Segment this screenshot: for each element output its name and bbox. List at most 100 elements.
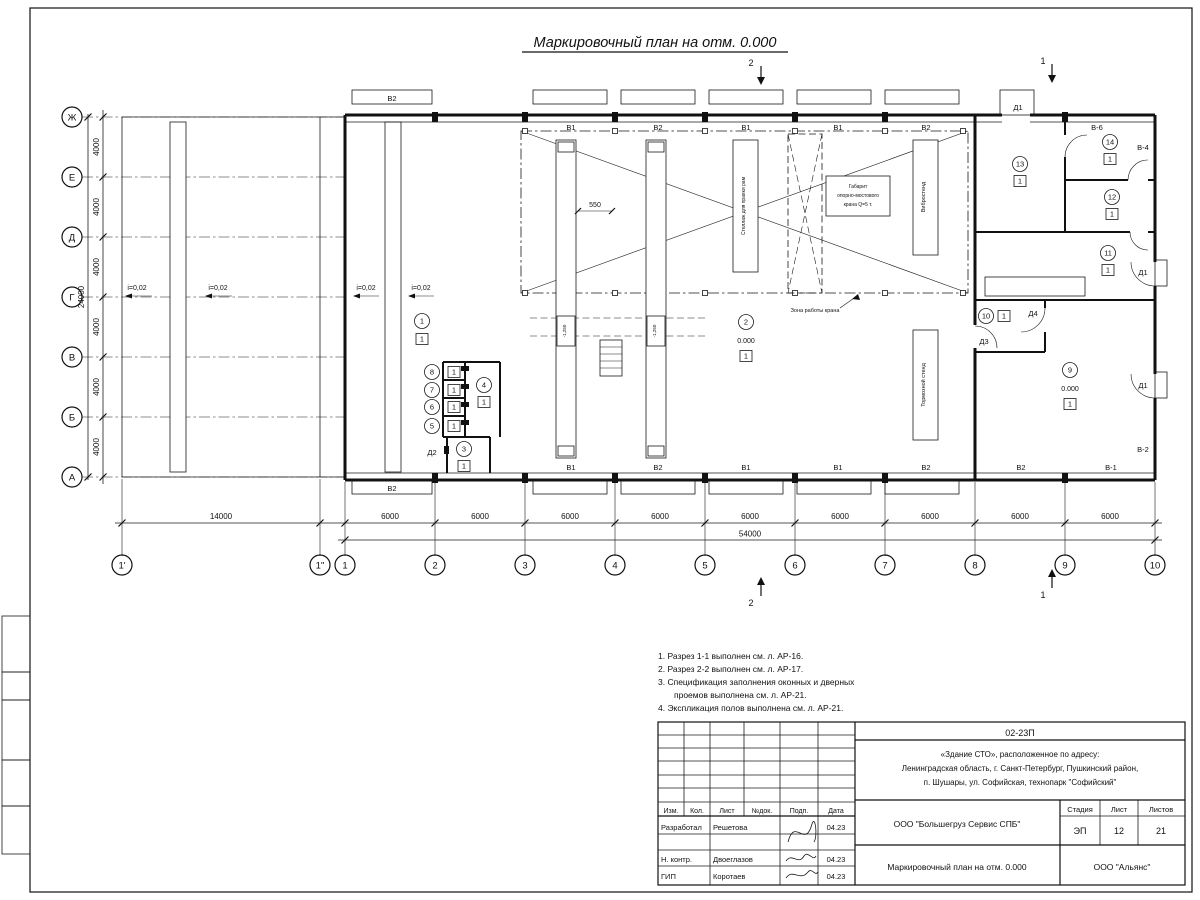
- stairs: [984, 276, 1086, 297]
- axis-label: 4: [612, 561, 617, 572]
- tb-org: ООО "Альянс": [1094, 862, 1151, 872]
- axis-label: В: [69, 353, 75, 364]
- floor-mark: 1: [1018, 177, 1022, 186]
- crane-outline: [787, 133, 823, 294]
- tb-signer-name: Решетова: [713, 823, 748, 832]
- axis-label: А: [69, 473, 76, 484]
- door-swing: [1127, 159, 1149, 181]
- tb-signer-date: 04.23: [827, 855, 846, 864]
- floor-mark: 1: [1108, 155, 1112, 164]
- opening-label: В2: [921, 123, 930, 132]
- door-leaf: [461, 420, 469, 425]
- signature: [785, 853, 817, 862]
- tb-signer-date: 04.23: [827, 872, 846, 881]
- axis-label: 7: [882, 561, 887, 572]
- dim-label: 6000: [381, 512, 399, 521]
- door-swing: [1129, 231, 1149, 251]
- dim-label: 4000: [92, 438, 101, 456]
- room-number: 11: [1104, 249, 1112, 258]
- pit-ladder: [599, 339, 623, 377]
- tb-signer-name: Коротаев: [713, 872, 745, 881]
- room-number: 4: [482, 381, 486, 390]
- axis-label: 1": [316, 561, 325, 572]
- door-threshold: [1154, 371, 1168, 399]
- floor-mark: 1: [452, 422, 456, 431]
- opening-label: В2: [921, 463, 930, 472]
- room-number: 7: [430, 386, 434, 395]
- door-label: Д1: [1138, 381, 1147, 390]
- axis-label: 3: [522, 561, 527, 572]
- dim-label: 6000: [1101, 512, 1119, 521]
- brake-stand: [912, 329, 939, 441]
- axis-bubbles-left: Ж Е Д Г В Б А: [61, 106, 83, 488]
- opening-label: В2: [1016, 463, 1025, 472]
- opening-label: В1: [566, 123, 575, 132]
- crane-note-box: [825, 175, 891, 217]
- floor-mark: 1: [1002, 312, 1006, 321]
- dim-label: 4000: [92, 318, 101, 336]
- opening-label: В2: [387, 484, 396, 493]
- frame-rack-label: Стеллаж для правки рам: [741, 176, 747, 235]
- dim-label: 6000: [561, 512, 579, 521]
- room-number: 9: [1068, 366, 1072, 375]
- note-line: проемов выполнена см. л. АР-21.: [674, 690, 807, 700]
- axis-lines: [82, 116, 1156, 556]
- door-label: Д1: [1013, 103, 1022, 112]
- room-number: 2: [744, 318, 748, 327]
- slope-label: i=0,02: [411, 285, 430, 292]
- axis-label: 1: [342, 561, 347, 572]
- room-number: 3: [462, 445, 466, 454]
- floor-mark: 1: [744, 352, 748, 361]
- opening-label: В-1: [1105, 463, 1117, 472]
- tb-column-header: №док.: [752, 808, 773, 815]
- opening-label: В1: [741, 463, 750, 472]
- dim-label: 4000: [92, 138, 101, 156]
- slope-label: i=0,02: [208, 285, 227, 292]
- floor-mark: 1: [482, 398, 486, 407]
- section-label: 1: [1040, 56, 1045, 66]
- floor-mark: 1: [452, 368, 456, 377]
- floor-mark: 1: [1110, 210, 1114, 219]
- opening-labels: В2 В1 В2 В1 В1 В2 В-6 В-4 В2 В1 В2 В1 В1…: [387, 94, 1148, 493]
- dim-label: 4000: [92, 258, 101, 276]
- room-number: 12: [1108, 193, 1116, 202]
- hall-interior: -1,250 -1,250 550 Стеллаж для правки рам…: [384, 121, 939, 473]
- inspection-pit: [555, 139, 577, 459]
- floor-mark: 1: [462, 462, 466, 471]
- tb-doc-title: Маркировочный план на отм. 0.000: [887, 862, 1027, 872]
- tb-column-header: Кол.: [690, 808, 704, 815]
- tb-sheets-label: Листов: [1149, 805, 1173, 814]
- door-label: Д3: [979, 337, 988, 346]
- title-block: Изм. Кол. Лист №док. Подп. Дата Разработ…: [657, 721, 1186, 886]
- leader-arrow: [852, 294, 860, 300]
- axis-label: Г: [69, 293, 74, 304]
- axis-label: 10: [1150, 561, 1161, 572]
- crane-note-line: опорно-мостового: [837, 193, 879, 199]
- pit-depth-label: -1,250: [652, 324, 657, 337]
- dimensions-bottom: 14000 6000 6000 6000 6000 6000 6000 6000…: [115, 512, 1162, 544]
- door-label: Д2: [427, 448, 436, 457]
- tb-column-header: Лист: [719, 808, 735, 815]
- drawing-title: Маркировочный план на отм. 0.000: [522, 35, 788, 53]
- door-leaf: [461, 384, 469, 389]
- room-number: 6: [430, 403, 434, 412]
- pit-dim-label: 550: [589, 202, 601, 209]
- dim-label: 6000: [651, 512, 669, 521]
- room-number: 8: [430, 368, 434, 377]
- opening-label: В-4: [1137, 143, 1149, 152]
- axis-label: Ж: [68, 113, 77, 124]
- room-number: 5: [430, 422, 434, 431]
- entrance-porch: [999, 89, 1035, 116]
- floor-mark: 1: [1068, 400, 1072, 409]
- tb-signer-date: 04.23: [827, 823, 846, 832]
- dim-label: 6000: [471, 512, 489, 521]
- frame-rack: [732, 139, 759, 273]
- note-line: 2. Разрез 2-2 выполнен см. л. АР-17.: [658, 664, 803, 674]
- section-label: 2: [748, 58, 753, 68]
- gate-opening: [351, 89, 433, 105]
- tb-column-header: Подп.: [790, 808, 809, 815]
- room-number: 1: [420, 317, 424, 326]
- floor-mark: 1: [420, 335, 424, 344]
- right-rooms: [973, 115, 1156, 480]
